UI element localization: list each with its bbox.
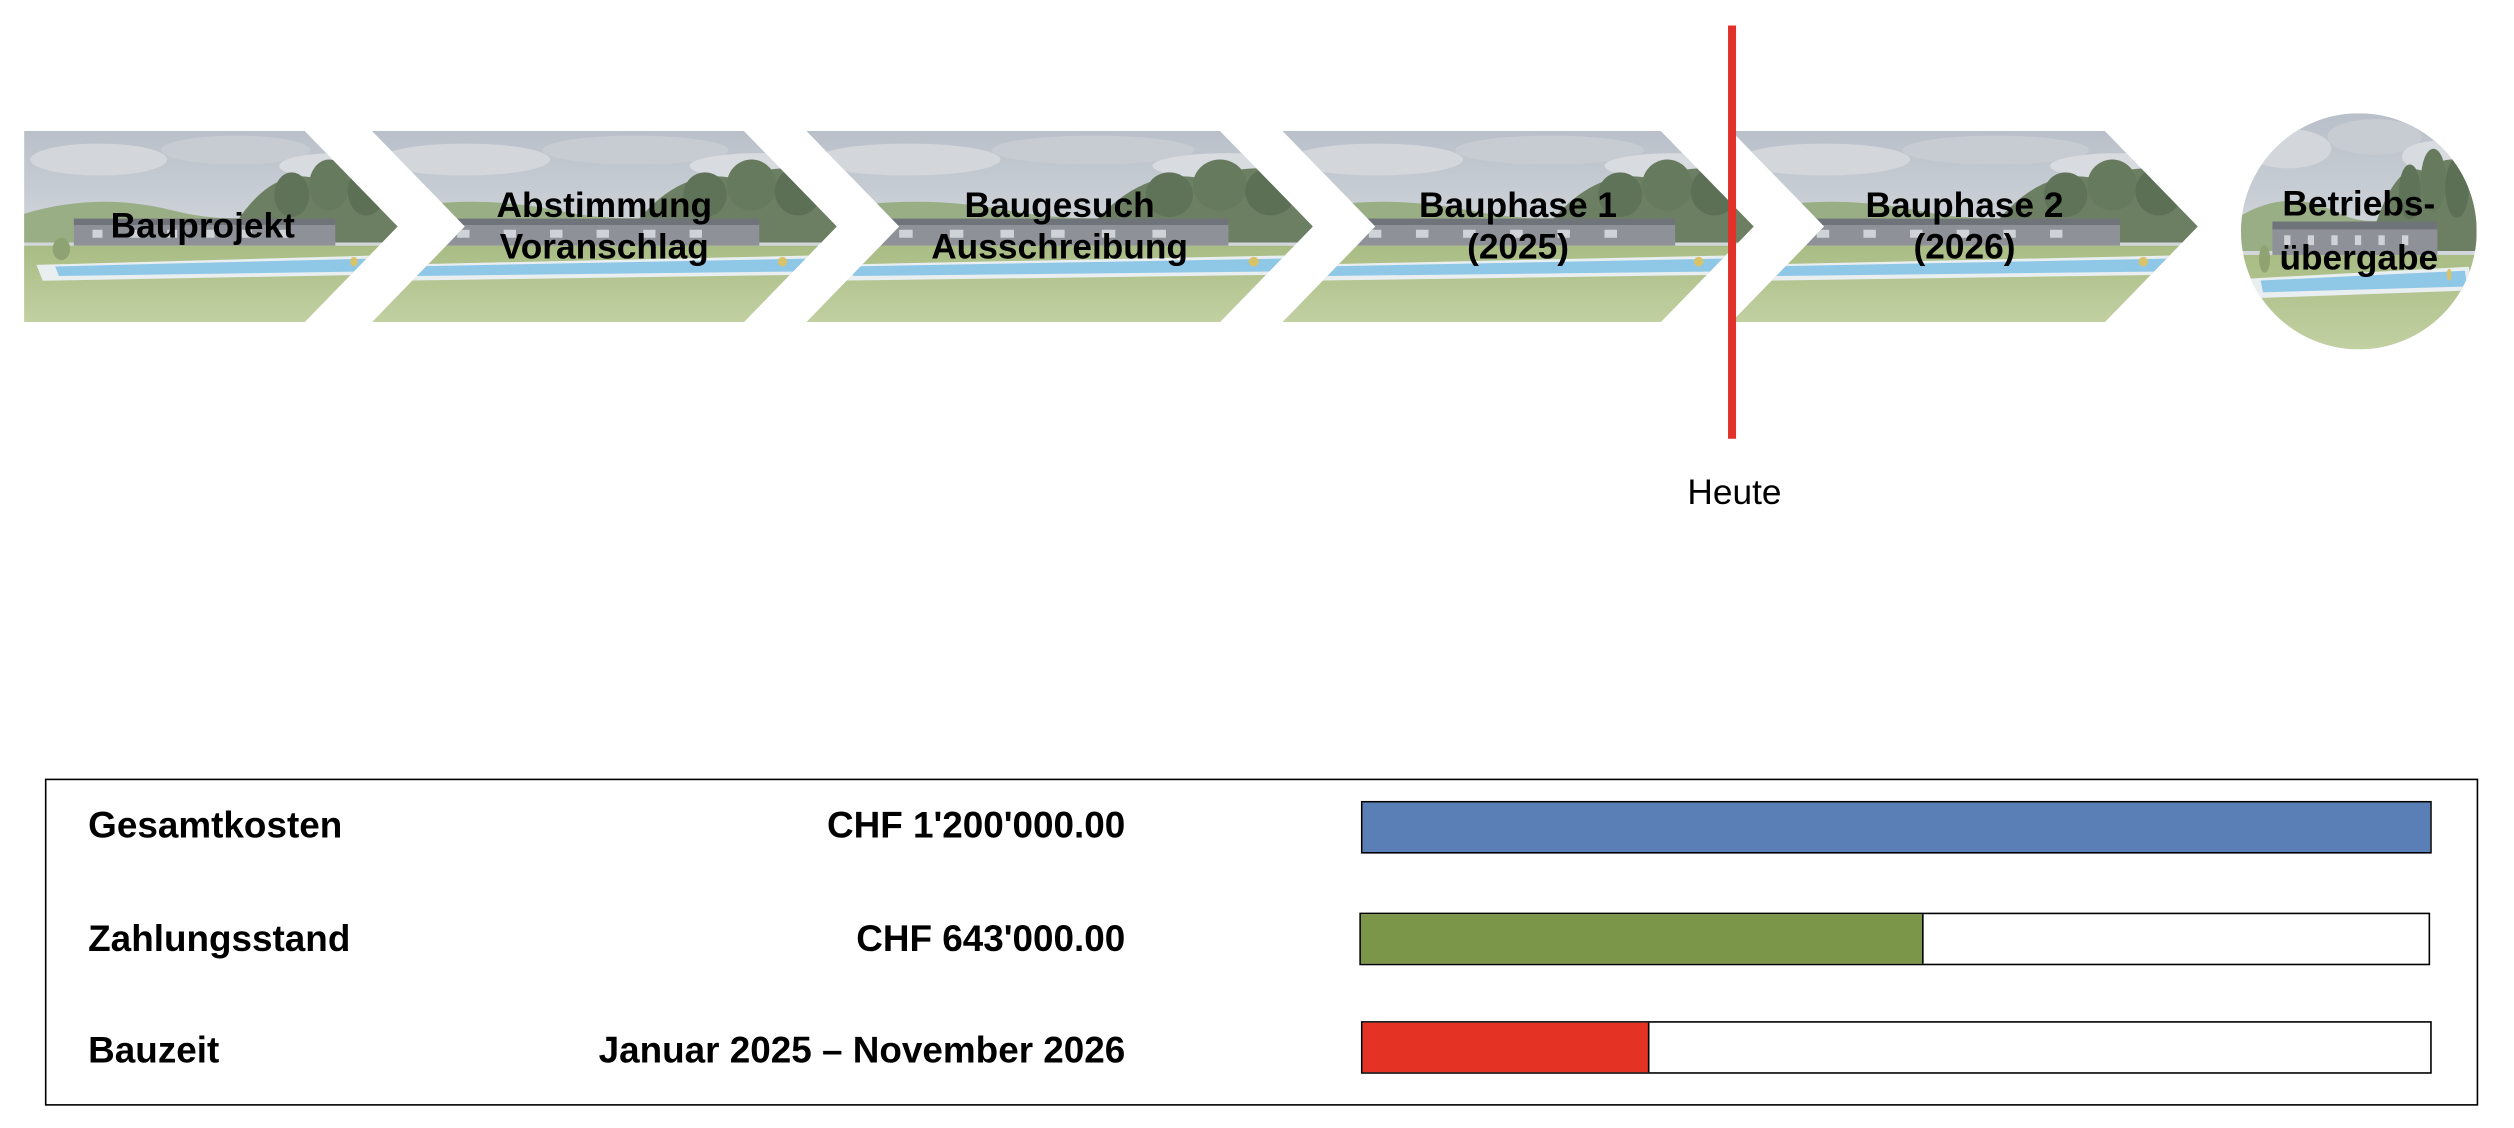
payment-status-value: CHF 643'000.00: [856, 917, 1126, 959]
step-label-line: Voranschlag: [499, 226, 709, 267]
step-label-line: (2025): [1467, 226, 1570, 267]
total-cost-bar: [1360, 800, 2432, 854]
process-step-label: Baugesuch Ausschreibung: [806, 185, 1313, 268]
construction-time-bar: [1360, 1021, 2432, 1074]
step-label-line: Baugesuch: [964, 185, 1155, 225]
process-step-label: Bauphase 2 (2026): [1731, 185, 2197, 268]
process-step-label: Bauphase 1 (2025): [1282, 185, 1753, 268]
construction-time-label: Bauzeit: [88, 1029, 220, 1071]
step-label-line: Ausschreibung: [931, 226, 1188, 267]
payment-status-label: Zahlungsstand: [88, 917, 351, 959]
step-label-line: Bauphase 1: [1419, 185, 1618, 225]
step-label-line: Betriebs-: [2282, 183, 2436, 224]
step-label-line: Abstimmung: [496, 185, 713, 225]
process-step-bauphase-1: Bauphase 1 (2025): [1282, 131, 1753, 322]
step-label-line: Bauphase 2: [1865, 185, 2064, 225]
payment-status-bar-fill: [1360, 914, 1924, 964]
process-step-label: Abstimmung Voranschlag: [372, 185, 837, 268]
process-step-bauphase-2: Bauphase 2 (2026): [1731, 131, 2197, 322]
total-cost-label: Gesamtkosten: [88, 804, 343, 846]
today-marker-label: Heute: [1687, 472, 1782, 513]
process-step-bauprojekt: Bauprojekt: [24, 131, 397, 322]
step-label-line: übergabe: [2279, 237, 2439, 278]
total-cost-bar-fill: [1362, 802, 2431, 852]
process-step-baugesuch-ausschreibung: Baugesuch Ausschreibung: [806, 131, 1313, 322]
step-label-line: (2026): [1913, 226, 2016, 267]
pool-landscape-image: [806, 131, 1313, 322]
construction-time-bar-fill: [1362, 1022, 1651, 1073]
payment-status-bar: [1359, 912, 2431, 966]
step-label-line: Bauprojekt: [110, 205, 295, 246]
today-marker-line: [1728, 25, 1737, 439]
pool-landscape-image: [2240, 113, 2477, 350]
construction-time-value: Januar 2025 – November 2026: [598, 1029, 1126, 1071]
project-status-box: Gesamtkosten CHF 1'200'000.00 Zahlungsst…: [44, 778, 2479, 1106]
process-step-label: Betriebs- übergabe: [2241, 177, 2477, 285]
process-step-label: Bauprojekt: [24, 206, 397, 247]
process-step-abstimmung-voranschlag: Abstimmung Voranschlag: [372, 131, 837, 322]
process-step-betriebsuebergabe: Betriebs- übergabe: [2240, 113, 2477, 350]
total-cost-value: CHF 1'200'000.00: [826, 804, 1126, 846]
